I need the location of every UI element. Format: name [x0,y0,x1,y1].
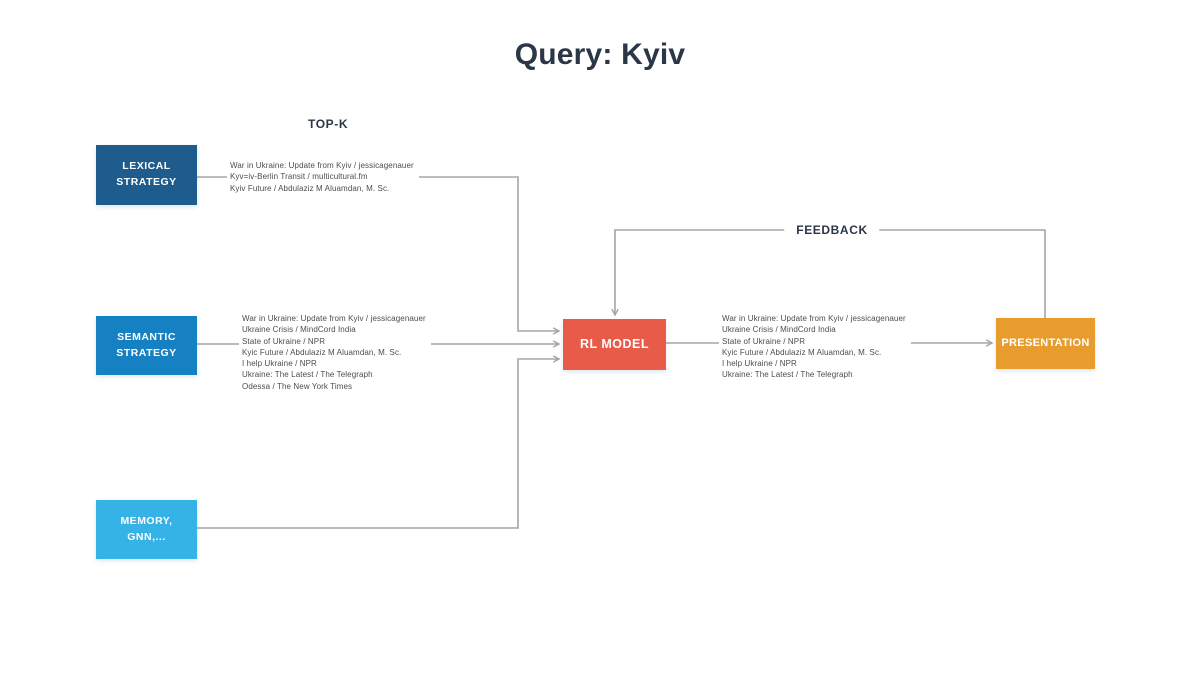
result-line: Kyic Future / Abdulaziz M Aluamdan, M. S… [722,347,882,357]
result-line: Ukraine: The Latest / The Telegraph [722,370,853,380]
result-line: War in Ukraine: Update from Kyiv / jessi… [242,314,426,323]
result-line: Ukraine Crisis / MindCord India [722,325,836,335]
semantic-topk-result-list: War in Ukraine: Update from Kyiv / jessi… [239,311,431,395]
node-rl-model: RL MODEL [563,319,666,370]
result-line: War in Ukraine: Update from Kyiv / jessi… [230,161,414,170]
result-line: Kyic Future / Abdulaziz M Aluamdan, M. S… [242,347,402,357]
result-line: Odessa / The New York Times [242,381,353,391]
result-line: State of Ukraine / NPR [242,336,326,346]
top-k-label: TOP-K [308,117,349,131]
result-line: Kyv=iv-Berlin Transit / multicultural.fm [230,172,368,182]
rl-output-result-list: War in Ukraine: Update from Kyiv / jessi… [719,311,911,383]
result-line: I help Ukraine / NPR [242,359,317,369]
lexical-topk-result-list: War in Ukraine: Update from Kyiv / jessi… [227,158,419,196]
result-line: Ukraine Crisis / MindCord India [242,325,356,335]
page-title: Query: Kyiv [514,38,686,71]
connector-memory-to-rl-model [197,355,561,529]
node-lexical-strategy: LEXICAL STRATEGY [96,145,197,205]
node-memory-gnn: MEMORY, GNN,... [96,500,197,559]
node-semantic-strategy: SEMANTIC STRATEGY [96,316,197,375]
result-line: Kyiv Future / Abdulaziz M Aluamdan, M. S… [230,183,390,193]
connector-lexical-to-rl-model [197,176,561,335]
result-line: I help Ukraine / NPR [722,359,797,369]
node-presentation: PRESENTATION [996,318,1095,369]
connector-feedback-loop [611,229,1046,319]
result-line: War in Ukraine: Update from Kyiv / jessi… [722,314,906,323]
feedback-label: FEEDBACK [784,221,880,239]
result-line: State of Ukraine / NPR [722,336,806,346]
result-line: Ukraine: The Latest / The Telegraph [242,370,373,380]
